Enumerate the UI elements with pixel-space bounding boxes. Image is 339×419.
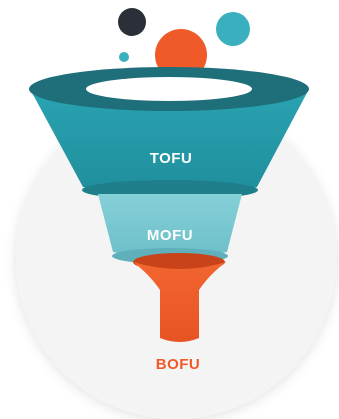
stage-middle-body — [98, 194, 242, 258]
stage-top-body — [30, 89, 309, 194]
stage-bottom-body — [133, 262, 226, 342]
bubble-dark-large — [118, 8, 146, 36]
stage-bottom-label: BOFU — [156, 356, 201, 373]
funnel-rim-inner — [86, 77, 252, 101]
bubble-teal-small — [119, 52, 129, 62]
stage-top-label: TOFU — [150, 150, 193, 167]
stage-bottom-cap — [133, 253, 225, 271]
stage-middle-label: MOFU — [147, 227, 193, 244]
bubble-teal-large — [216, 12, 250, 46]
